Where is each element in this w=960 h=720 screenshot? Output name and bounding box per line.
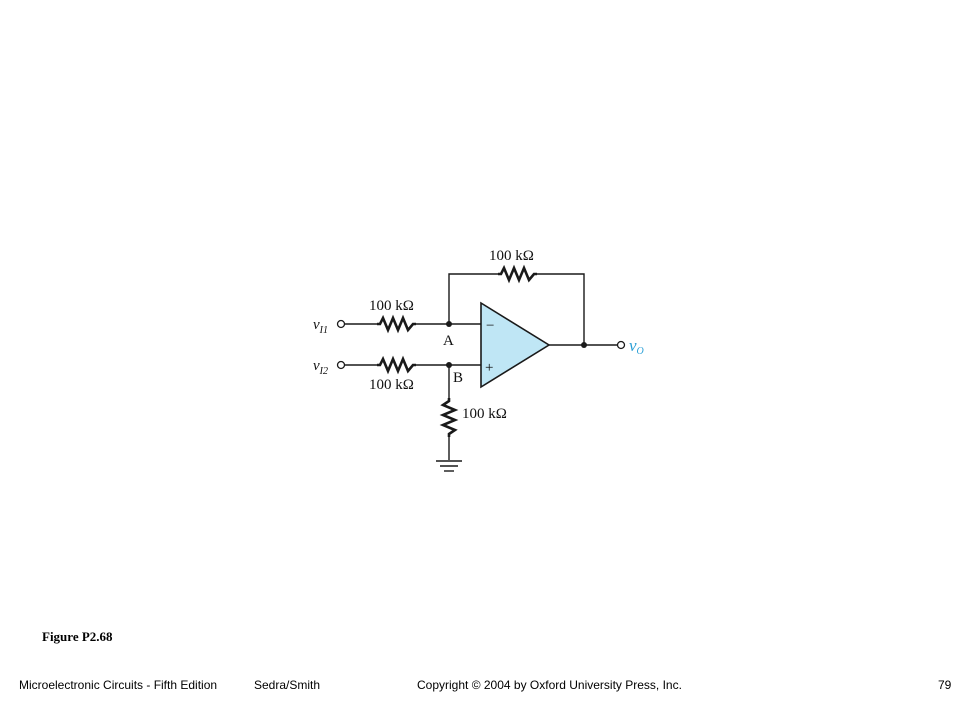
node-a-label: A — [443, 333, 454, 349]
input-1-path — [336, 314, 481, 334]
input-resistor-1 — [377, 314, 416, 334]
footer-authors: Sedra/Smith — [254, 678, 321, 692]
ground-resistor-label: 100 kΩ — [462, 406, 507, 422]
feedback-resistor-label: 100 kΩ — [489, 248, 534, 264]
input-1-label: vI1 — [313, 317, 328, 336]
output-label: vO — [629, 336, 644, 357]
ground-resistor — [439, 398, 459, 437]
footer-page-number: 79 — [938, 678, 952, 692]
figure-caption: Figure P2.68 — [42, 629, 113, 644]
input-resistor-1-label: 100 kΩ — [369, 298, 414, 314]
input-2-terminal — [336, 360, 346, 370]
input-resistor-2 — [377, 355, 416, 375]
input-resistor-2-label: 100 kΩ — [369, 377, 414, 393]
footer-copyright: Copyright © 2004 by Oxford University Pr… — [417, 678, 682, 692]
output-path — [549, 340, 626, 350]
input-2-label: vI2 — [313, 358, 328, 377]
opamp-plus-label: + — [485, 360, 493, 376]
ground-path — [436, 365, 462, 472]
input-1-terminal — [336, 319, 346, 329]
output-terminal — [616, 340, 626, 350]
node-a-dot — [446, 321, 452, 327]
node-b-label: B — [453, 370, 463, 386]
feedback-resistor — [498, 264, 537, 284]
opamp-minus-label: − — [486, 318, 494, 334]
feedback-path — [448, 264, 585, 345]
ground-icon — [436, 460, 462, 472]
output-node-dot — [581, 342, 587, 348]
footer-book-title: Microelectronic Circuits - Fifth Edition — [19, 678, 218, 692]
opamp-triangle — [480, 301, 551, 389]
